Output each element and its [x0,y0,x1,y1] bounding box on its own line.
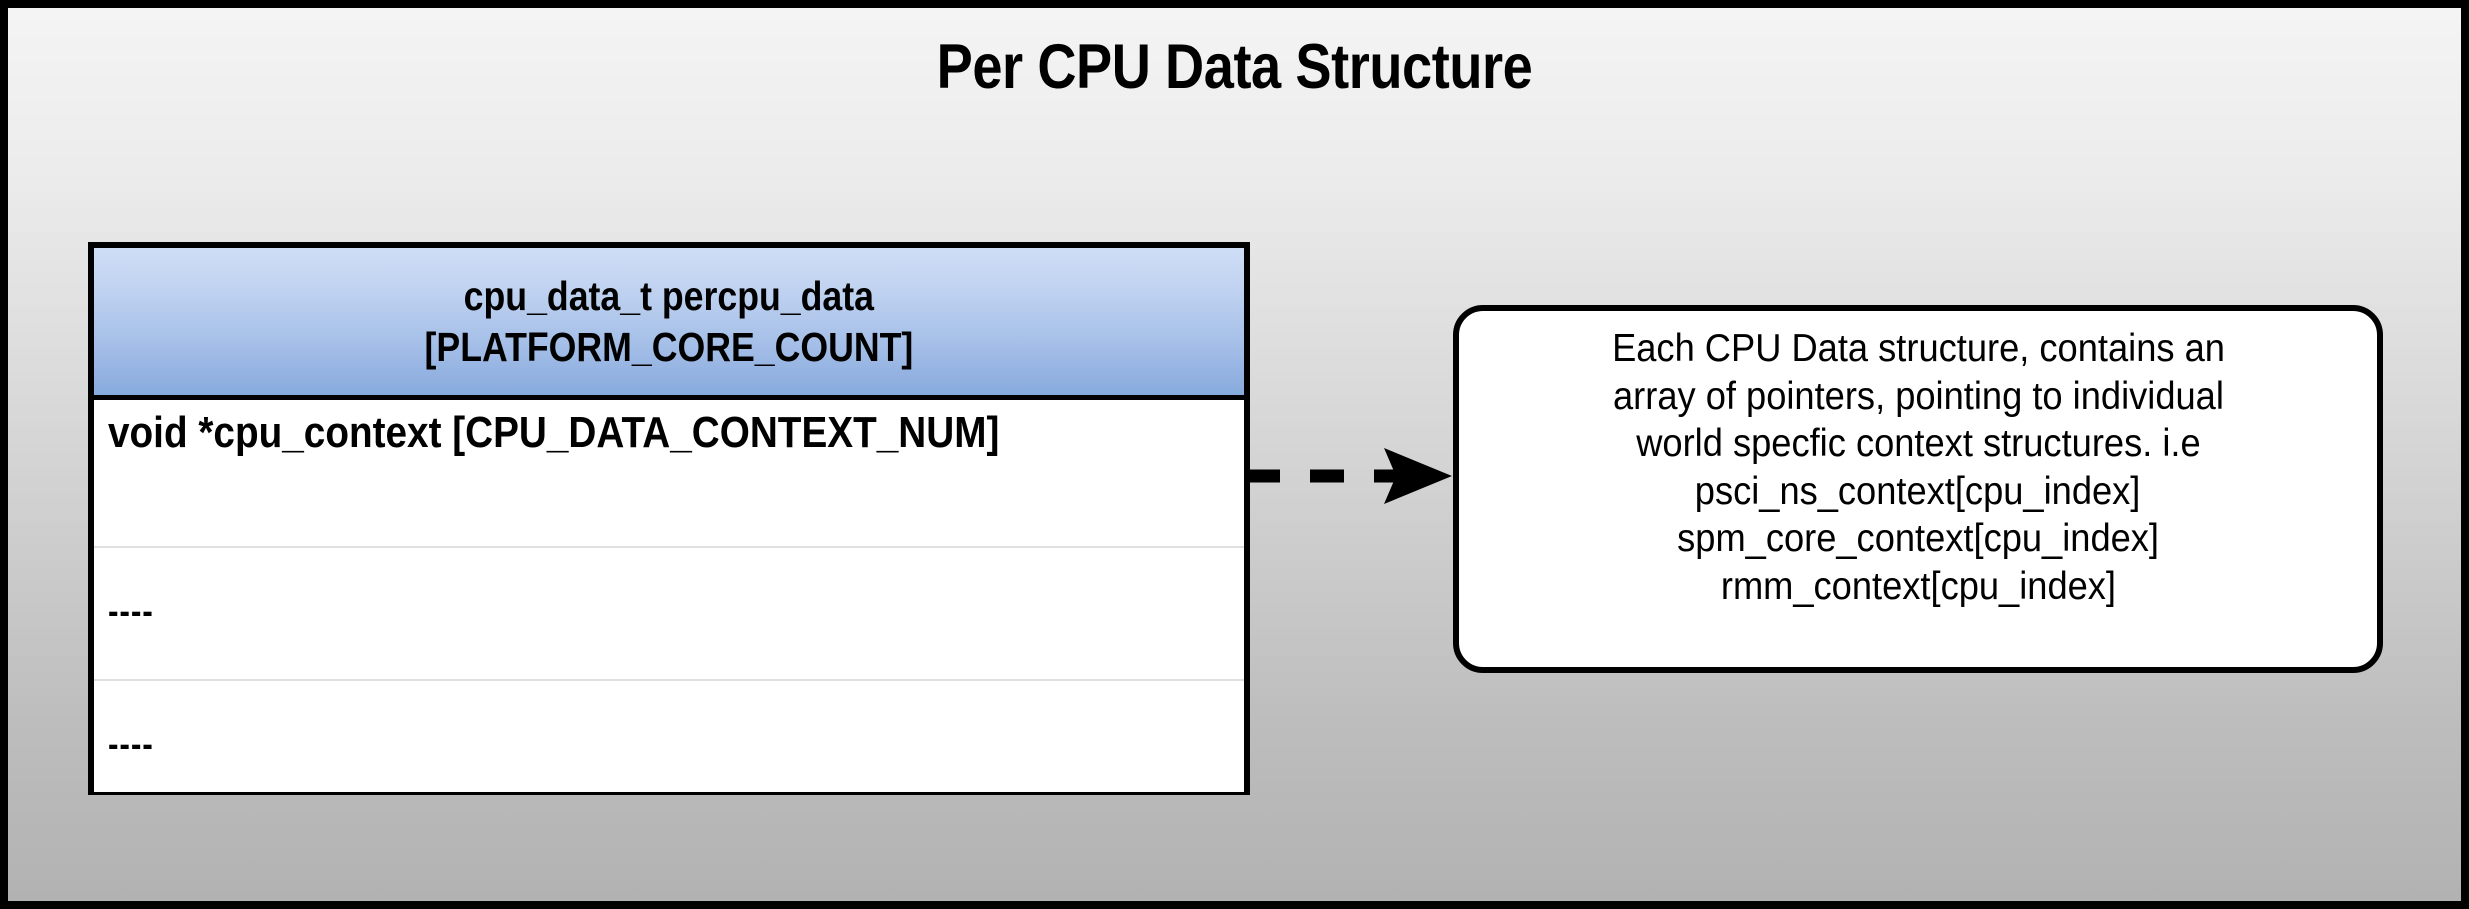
struct-field-row: ---- [94,681,1244,792]
percpu-data-struct-box: cpu_data_t percpu_data [PLATFORM_CORE_CO… [88,242,1250,795]
page-title: Per CPU Data Structure [936,32,1533,102]
callout-line: array of pointers, pointing to individua… [1612,374,2224,418]
callout-line: world specfic context structures. i.e [1635,422,2201,466]
callout-line: psci_ns_context[cpu_index] [1695,469,2141,513]
callout-box: Each CPU Data structure, contains an arr… [1453,305,2383,673]
struct-header-line-1: cpu_data_t percpu_data [463,273,875,320]
struct-field-label: ---- [108,723,154,764]
dashed-arrow-icon [1246,448,1452,504]
callout-line: rmm_context[cpu_index] [1720,564,2116,608]
callout-line: Each CPU Data structure, contains an [1611,327,2225,370]
callout-line: spm_core_context[cpu_index] [1677,517,2159,561]
struct-field-label: void *cpu_context [CPU_DATA_CONTEXT_NUM] [108,408,1000,457]
struct-field-label: ---- [108,590,154,631]
struct-field-row: ---- [94,548,1244,681]
struct-field-row: void *cpu_context [CPU_DATA_CONTEXT_NUM] [94,400,1244,548]
struct-header: cpu_data_t percpu_data [PLATFORM_CORE_CO… [94,248,1244,400]
struct-header-line-2: [PLATFORM_CORE_COUNT] [424,323,914,370]
